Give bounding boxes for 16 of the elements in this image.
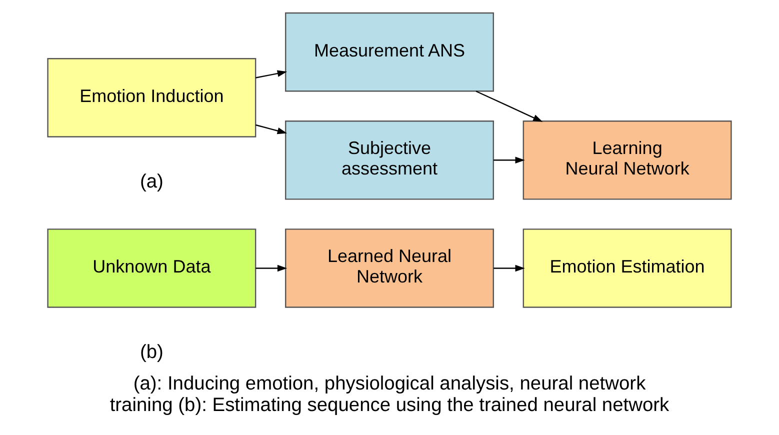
arrow [494, 264, 525, 272]
node-box: Unknown Data [47, 228, 256, 308]
node-box: Subjective assessment [285, 120, 494, 200]
arrow [256, 124, 288, 134]
caption: (a): Inducing emotion, physiological analysis, neural network training (b): Estimating sequence using the trained neural network [110, 373, 670, 416]
node-box: Emotion Induction [47, 58, 256, 138]
label: (b) [140, 342, 164, 364]
node-box: Learned Neural Network [285, 228, 494, 308]
arrow [494, 156, 525, 164]
arrow [256, 70, 288, 78]
arrow [256, 264, 288, 272]
label: (a) [140, 172, 164, 193]
node-box: Measurement ANS [285, 12, 494, 92]
node-box: Emotion Estimation [522, 228, 732, 308]
arrow [476, 90, 543, 122]
node-box: Learning Neural Network [522, 120, 732, 200]
